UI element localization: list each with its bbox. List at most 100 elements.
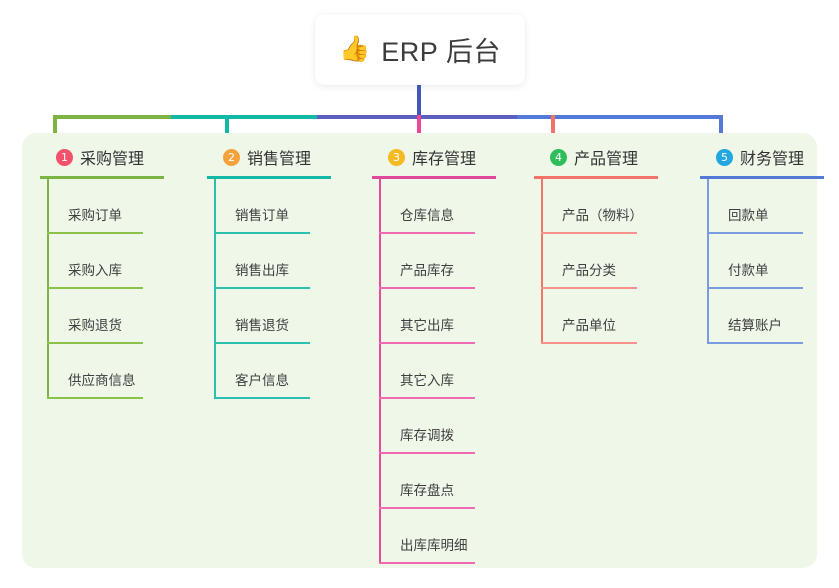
column-header[interactable]: 3 库存管理 <box>372 145 532 169</box>
list-item-label: 出库库明细 <box>400 538 468 553</box>
column-title: 采购管理 <box>80 151 145 168</box>
list-item[interactable]: 供应商信息 <box>40 344 200 399</box>
list-item[interactable]: 库存调拨 <box>372 399 532 454</box>
list-item-label: 供应商信息 <box>68 373 136 388</box>
trunk-connector <box>417 85 421 118</box>
list-item[interactable]: 采购入库 <box>40 234 200 289</box>
list-item[interactable]: 其它入库 <box>372 344 532 399</box>
root-node-card[interactable]: 👍 ERP 后台 <box>315 14 525 85</box>
list-item-label: 其它入库 <box>400 373 454 388</box>
column-finance: 5 财务管理 回款单 付款单 结算账户 <box>700 145 839 344</box>
list-item[interactable]: 销售退货 <box>207 289 367 344</box>
column-spine <box>214 179 216 399</box>
list-item-rule <box>707 287 803 289</box>
column-rule <box>700 176 824 179</box>
column-header[interactable]: 4 产品管理 <box>534 145 694 169</box>
list-item-label: 其它出库 <box>400 318 454 333</box>
list-item-label: 仓库信息 <box>400 208 454 223</box>
list-item[interactable]: 出库库明细 <box>372 509 532 564</box>
list-item-label: 付款单 <box>728 263 769 278</box>
column-title: 财务管理 <box>740 151 805 168</box>
column-spine <box>541 179 543 344</box>
list-item-rule <box>47 287 143 289</box>
thumbs-up-icon: 👍 <box>339 35 371 63</box>
column-items: 产品（物料） 产品分类 产品单位 <box>534 179 694 344</box>
list-item-rule <box>47 397 143 399</box>
list-item-rule <box>379 562 475 564</box>
list-item[interactable]: 客户信息 <box>207 344 367 399</box>
drop-connector-2 <box>225 115 229 150</box>
list-item-label: 采购退货 <box>68 318 122 333</box>
list-item-label: 产品库存 <box>400 263 454 278</box>
list-item[interactable]: 付款单 <box>700 234 839 289</box>
list-item-rule <box>47 342 143 344</box>
list-item-rule <box>379 452 475 454</box>
list-item[interactable]: 回款单 <box>700 179 839 234</box>
column-rule <box>534 176 658 179</box>
column-rule <box>372 176 496 179</box>
list-item-rule <box>541 232 637 234</box>
list-item[interactable]: 产品（物料） <box>534 179 694 234</box>
list-item-rule <box>707 232 803 234</box>
column-title: 产品管理 <box>574 151 639 168</box>
drop-connector-3 <box>417 115 421 150</box>
list-item-rule <box>541 287 637 289</box>
list-item-label: 采购入库 <box>68 263 122 278</box>
list-item-rule <box>379 232 475 234</box>
list-item[interactable]: 采购退货 <box>40 289 200 344</box>
list-item-label: 产品分类 <box>562 263 616 278</box>
drop-connector-4 <box>551 115 555 150</box>
column-badge: 5 <box>716 148 733 166</box>
list-item-label: 销售订单 <box>235 208 289 223</box>
list-item-rule <box>379 397 475 399</box>
column-purchasing: 1 采购管理 采购订单 采购入库 采购退货 供应商信息 <box>40 145 200 399</box>
list-item[interactable]: 采购订单 <box>40 179 200 234</box>
page-title: ERP 后台 <box>381 37 501 67</box>
list-item[interactable]: 产品库存 <box>372 234 532 289</box>
column-badge: 1 <box>56 148 73 166</box>
list-item[interactable]: 销售订单 <box>207 179 367 234</box>
list-item[interactable]: 仓库信息 <box>372 179 532 234</box>
list-item[interactable]: 库存盘点 <box>372 454 532 509</box>
list-item-label: 产品（物料） <box>562 208 643 223</box>
list-item[interactable]: 销售出库 <box>207 234 367 289</box>
list-item-rule <box>707 342 803 344</box>
column-badge: 2 <box>223 148 240 166</box>
list-item[interactable]: 其它出库 <box>372 289 532 344</box>
column-spine <box>707 179 709 344</box>
list-item-label: 回款单 <box>728 208 769 223</box>
column-items: 仓库信息 产品库存 其它出库 其它入库 库存调拨 库存盘点 出库库明细 <box>372 179 532 564</box>
list-item-label: 库存调拨 <box>400 428 454 443</box>
column-spine <box>379 179 381 564</box>
diagram-panel <box>22 133 817 568</box>
column-title: 销售管理 <box>247 151 312 168</box>
column-spine <box>47 179 49 399</box>
list-item-rule <box>541 342 637 344</box>
column-items: 回款单 付款单 结算账户 <box>700 179 839 344</box>
list-item-label: 客户信息 <box>235 373 289 388</box>
list-item-rule <box>379 287 475 289</box>
drop-connector-1 <box>53 115 57 150</box>
list-item[interactable]: 产品单位 <box>534 289 694 344</box>
column-header[interactable]: 5 财务管理 <box>700 145 839 169</box>
column-rule <box>207 176 331 179</box>
column-header[interactable]: 1 采购管理 <box>40 145 200 169</box>
list-item-label: 销售退货 <box>235 318 289 333</box>
list-item[interactable]: 产品分类 <box>534 234 694 289</box>
list-item-rule <box>47 232 143 234</box>
column-product: 4 产品管理 产品（物料） 产品分类 产品单位 <box>534 145 694 344</box>
list-item-label: 销售出库 <box>235 263 289 278</box>
column-rule <box>40 176 164 179</box>
bus-segment-4 <box>517 115 723 119</box>
column-items: 销售订单 销售出库 销售退货 客户信息 <box>207 179 367 399</box>
list-item-rule <box>214 397 310 399</box>
list-item-rule <box>214 287 310 289</box>
column-badge: 3 <box>388 148 405 166</box>
list-item[interactable]: 结算账户 <box>700 289 839 344</box>
column-title: 库存管理 <box>412 151 477 168</box>
column-inventory: 3 库存管理 仓库信息 产品库存 其它出库 其它入库 库存调拨 库存盘点 <box>372 145 532 564</box>
list-item-label: 产品单位 <box>562 318 616 333</box>
column-header[interactable]: 2 销售管理 <box>207 145 367 169</box>
bus-segment-1 <box>53 115 173 119</box>
list-item-rule <box>214 342 310 344</box>
